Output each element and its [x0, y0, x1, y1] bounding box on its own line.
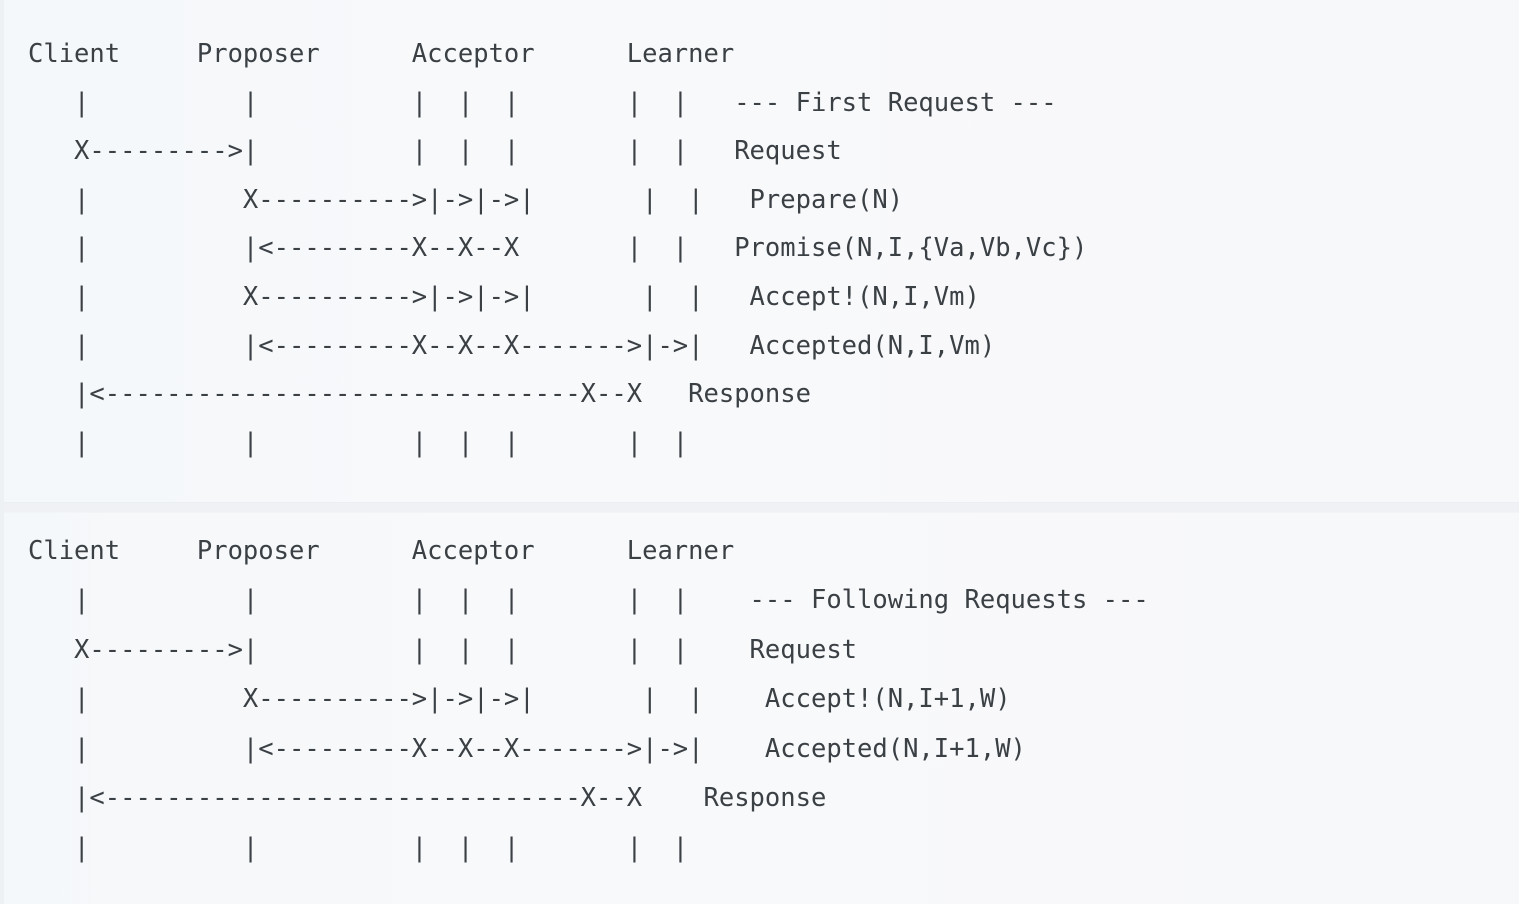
- first-request-block: Client Proposer Acceptor Learner | | | |…: [4, 0, 1519, 502]
- first-request-ascii: Client Proposer Acceptor Learner | | | |…: [28, 39, 1088, 458]
- following-requests-block: Client Proposer Acceptor Learner | | | |…: [4, 512, 1519, 904]
- following-requests-ascii: Client Proposer Acceptor Learner | | | |…: [28, 535, 1149, 863]
- block-divider: [4, 501, 1519, 513]
